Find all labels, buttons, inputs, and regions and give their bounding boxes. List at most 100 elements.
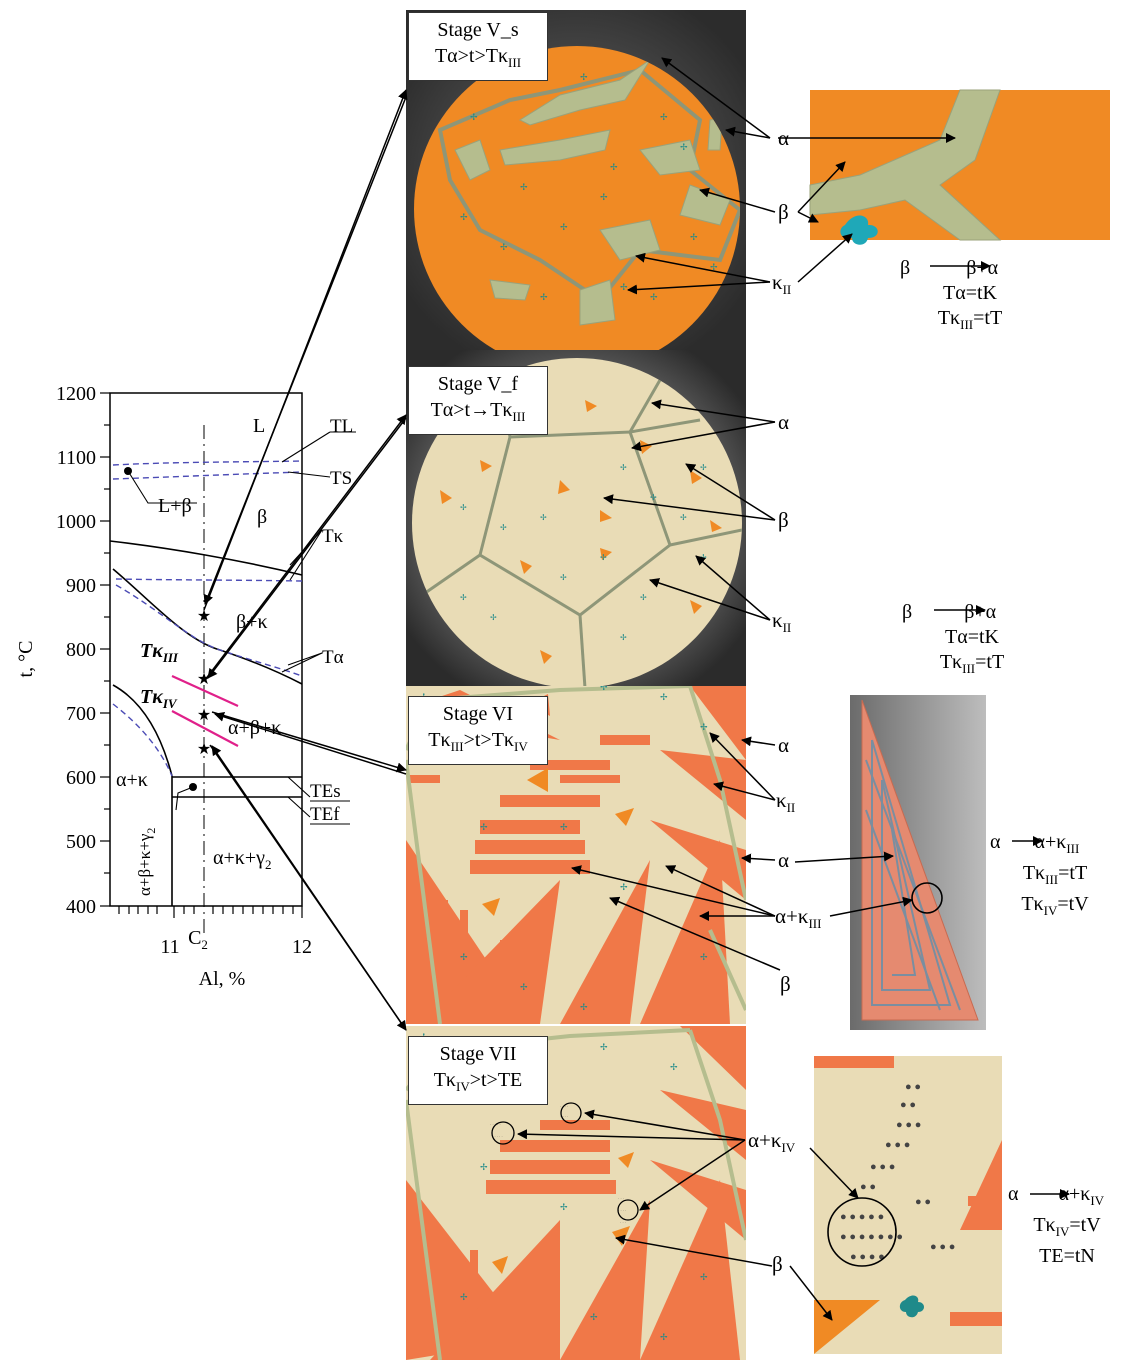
svg-text:· · · ·: · · · · bbox=[618, 1208, 626, 1213]
svg-text:✢: ✢ bbox=[580, 72, 588, 82]
svg-text:✢: ✢ bbox=[640, 593, 647, 602]
svg-text:✢: ✢ bbox=[620, 633, 627, 642]
svg-text:✢: ✢ bbox=[540, 513, 547, 522]
temp-mark-tk3: TκIII bbox=[140, 640, 179, 665]
star-3: ★ bbox=[197, 707, 211, 724]
y-tick-label: 900 bbox=[66, 575, 96, 597]
tl-leader bbox=[281, 431, 331, 463]
star-4: ★ bbox=[197, 741, 211, 758]
svg-text:✢: ✢ bbox=[520, 182, 528, 192]
temp-mark-tk4: TκIV bbox=[140, 686, 178, 711]
svg-text:✢: ✢ bbox=[470, 112, 478, 122]
stage-title: Stage V_s bbox=[437, 19, 519, 41]
panel-stage-vii: ✢✢✢ ✢✢✢ ✢✢✢ · · · · ·· · · · · · · · ·· … bbox=[406, 1026, 746, 1360]
svg-text:✢: ✢ bbox=[620, 463, 627, 472]
svg-text:✢: ✢ bbox=[500, 523, 507, 532]
svg-text:✢: ✢ bbox=[650, 292, 658, 302]
x-tick-label: 11 bbox=[160, 936, 179, 958]
tk-dashed bbox=[115, 578, 303, 582]
svg-text:✢: ✢ bbox=[560, 573, 567, 582]
svg-text:● ● ●: ● ● ● bbox=[870, 1161, 895, 1173]
ts-leader bbox=[287, 471, 331, 478]
ak-dashed bbox=[112, 703, 173, 777]
svg-text:● ●: ● ● bbox=[900, 1099, 916, 1111]
stage-title: Stage VII bbox=[439, 1043, 517, 1065]
label-tl: TL bbox=[330, 416, 353, 437]
svg-text:✢: ✢ bbox=[480, 822, 488, 832]
magenta-line-2 bbox=[171, 710, 239, 747]
svg-text:✢: ✢ bbox=[480, 1162, 488, 1172]
label-ts: TS bbox=[330, 468, 352, 489]
panel-stage-v-s: ✢✢✢ ✢✢✢ ✢✢✢ ✢✢✢ ✢✢✢ bbox=[406, 10, 746, 372]
svg-text:● ● ●: ● ● ● bbox=[885, 1139, 910, 1151]
svg-text:✢: ✢ bbox=[460, 212, 468, 222]
y-tick-label: 700 bbox=[66, 703, 96, 725]
y-tick-label: 800 bbox=[66, 639, 96, 661]
zoom-stage-vii: ● ● ● ● ● ● ● ● ● ● ● ● ● ● ● ● ● ● ● ● ● ● ●… bbox=[814, 1056, 1002, 1354]
stage-label-v-f: Stage V_f Tα>t→TκIII bbox=[408, 366, 548, 435]
label-kappa-ii: κII bbox=[772, 608, 792, 636]
svg-text:✢: ✢ bbox=[600, 192, 608, 202]
region-l: L bbox=[253, 415, 265, 437]
svg-text:● ●: ● ● bbox=[915, 1196, 931, 1208]
svg-text:✢: ✢ bbox=[700, 1272, 708, 1282]
diagram-frame bbox=[109, 392, 303, 907]
svg-text:✢: ✢ bbox=[460, 503, 467, 512]
svg-text:✢: ✢ bbox=[660, 112, 668, 122]
stage-label-vi: Stage VI TκIII>t>TκIV bbox=[408, 696, 548, 765]
label-alpha: α bbox=[778, 733, 790, 757]
label-tes: TEs bbox=[310, 781, 341, 802]
svg-text:● ● ●: ● ● ● bbox=[930, 1241, 955, 1253]
svg-text:✢: ✢ bbox=[600, 1042, 608, 1052]
y-tick-label: 600 bbox=[66, 767, 96, 789]
svg-text:✢: ✢ bbox=[560, 222, 568, 232]
y-tick-label: 400 bbox=[66, 896, 96, 918]
stage-condition: TκIV>t>TE bbox=[433, 1069, 523, 1094]
talpha-leader-1 bbox=[287, 652, 323, 666]
svg-text:✢: ✢ bbox=[560, 1202, 568, 1212]
svg-text:✢: ✢ bbox=[660, 1332, 668, 1342]
svg-text:✢: ✢ bbox=[610, 162, 618, 172]
ts-dashed bbox=[112, 471, 303, 480]
svg-text:✢: ✢ bbox=[460, 1292, 468, 1302]
label-tk: Tκ bbox=[322, 526, 344, 547]
svg-text:✢: ✢ bbox=[520, 982, 528, 992]
zoom-stage-v-s bbox=[809, 89, 1110, 245]
arrows bbox=[203, 57, 1070, 1321]
tef-leader bbox=[287, 796, 311, 818]
y-tick-label: 500 bbox=[66, 831, 96, 853]
svg-text:· · · ·: · · · · bbox=[560, 1114, 568, 1119]
svg-text:✢: ✢ bbox=[600, 553, 607, 562]
label-talpha: Tα bbox=[322, 647, 344, 668]
magenta-line-1 bbox=[171, 674, 239, 708]
label-beta: β bbox=[780, 972, 791, 996]
region-beta: β bbox=[257, 506, 267, 528]
abkg-leader bbox=[175, 786, 194, 811]
stage-title: Stage VI bbox=[442, 703, 514, 725]
svg-text:● ● ● ● ●: ● ● ● ● ● bbox=[840, 1211, 884, 1223]
l-beta-leader bbox=[127, 470, 197, 504]
alpha-kappa-boundary bbox=[112, 684, 173, 906]
tk-curve bbox=[109, 540, 303, 576]
x-axis-label: Al, % bbox=[199, 968, 246, 990]
svg-text:✢: ✢ bbox=[700, 722, 708, 732]
svg-text:✢: ✢ bbox=[460, 593, 467, 602]
stage-label-v-s: Stage V_s Tα>t>TκIII bbox=[408, 12, 548, 81]
stage-condition: Tα>t→TκIII bbox=[430, 399, 526, 424]
svg-text:✢: ✢ bbox=[680, 513, 687, 522]
svg-text:✢: ✢ bbox=[690, 232, 698, 242]
y-tick-label: 1000 bbox=[56, 511, 96, 533]
svg-text:✢: ✢ bbox=[700, 463, 707, 472]
svg-text:✢: ✢ bbox=[500, 242, 508, 252]
svg-text:● ● ●: ● ● ● bbox=[896, 1119, 921, 1131]
label-alpha-kappa-iii: α+κIII bbox=[775, 904, 822, 932]
svg-text:● ●: ● ● bbox=[860, 1181, 876, 1193]
label-kappa-ii: κII bbox=[776, 788, 796, 816]
stage-condition: TκIII>t>TκIV bbox=[428, 729, 528, 754]
svg-text:✢: ✢ bbox=[650, 493, 657, 502]
svg-text:✢: ✢ bbox=[620, 282, 628, 292]
zoom-stage-vi bbox=[850, 695, 986, 1030]
label-alpha-kappa-iv: α+κIV bbox=[748, 1128, 796, 1156]
